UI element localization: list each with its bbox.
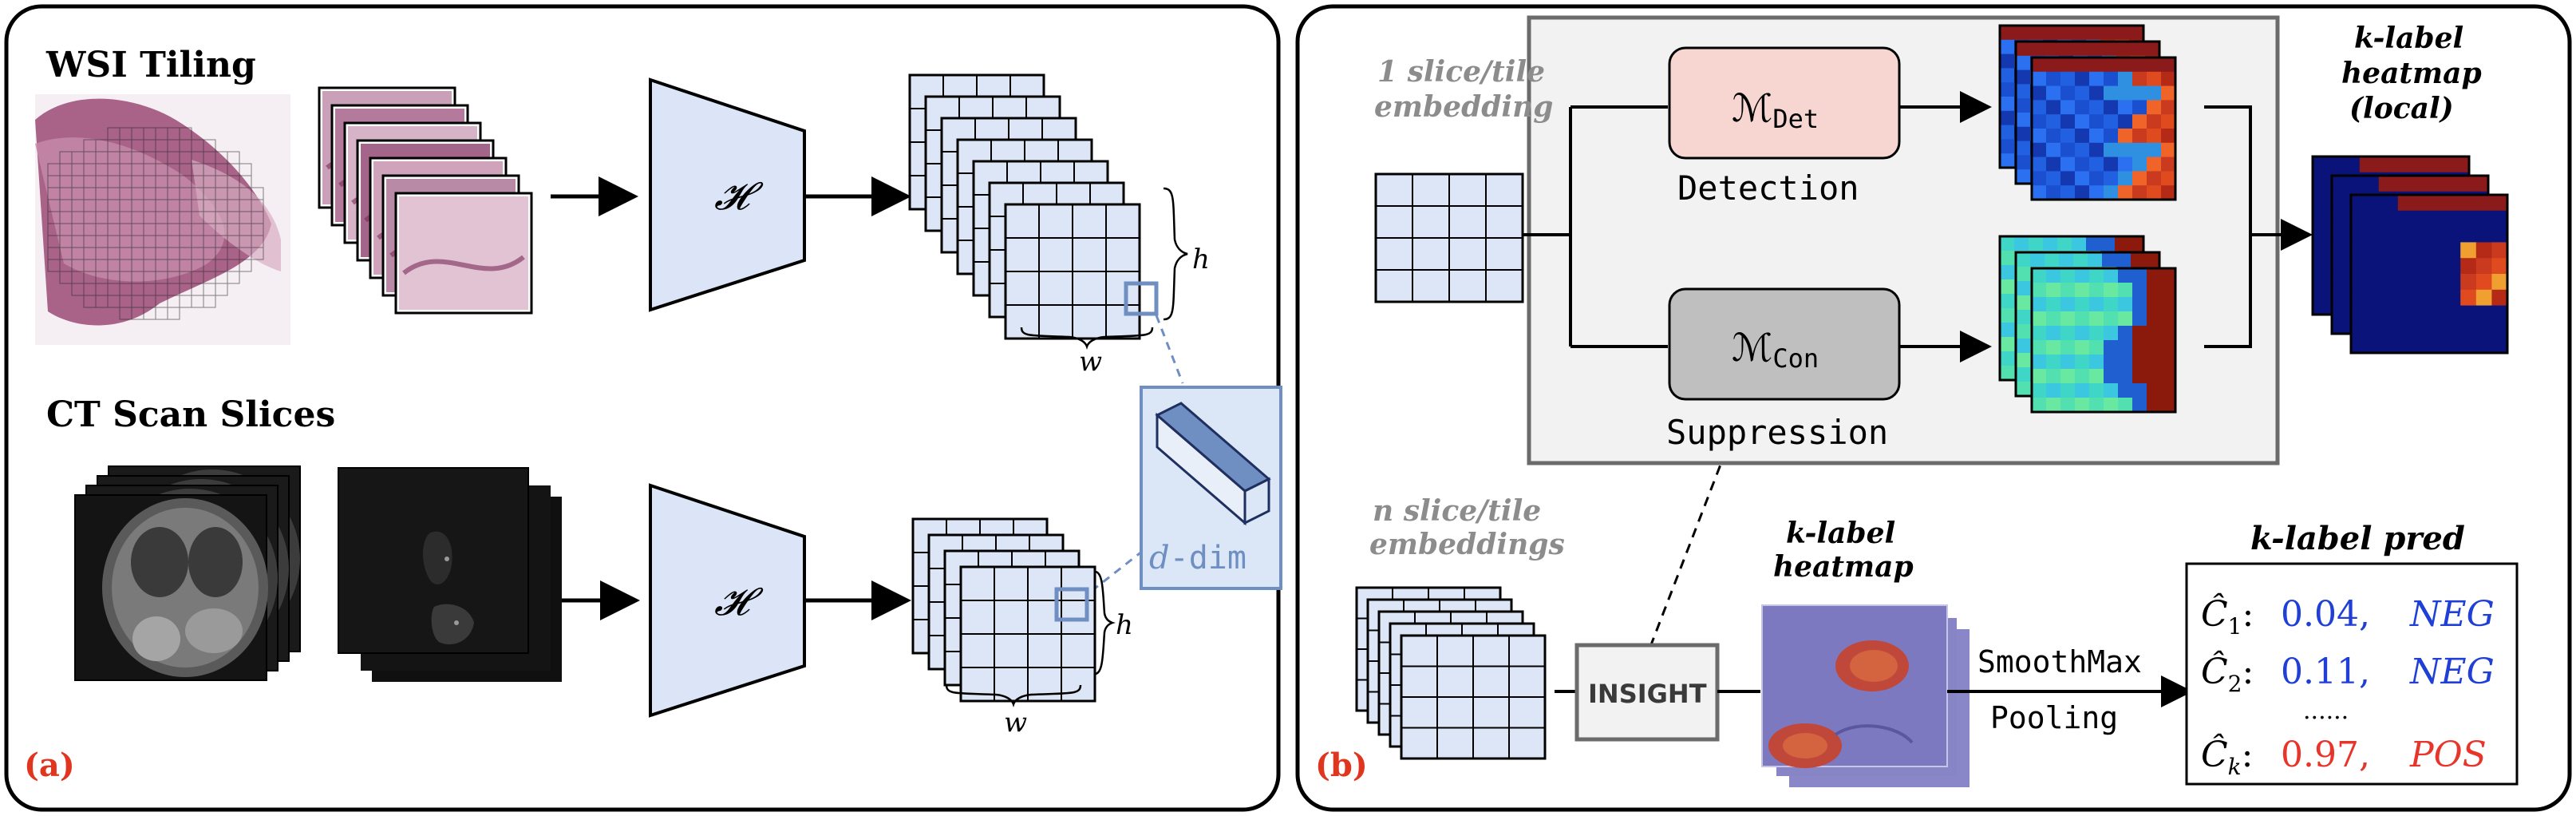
pred-ellipsis: ...... bbox=[2303, 697, 2349, 725]
w-brace-bottom bbox=[945, 684, 1082, 707]
det-caption: Detection bbox=[1677, 168, 1859, 208]
con-module-box bbox=[1668, 287, 1901, 401]
histology-tile-stack bbox=[318, 86, 533, 315]
wsi-grid-cell bbox=[167, 307, 180, 320]
encoder-trapezoid-bottom bbox=[649, 483, 806, 718]
ct-front-slice bbox=[74, 494, 268, 681]
h-label-bottom: h bbox=[1116, 609, 1133, 641]
det-module-label: ℳDet bbox=[1732, 86, 1819, 134]
con-caption: Suppression bbox=[1666, 413, 1888, 452]
pred-label-2: NEG bbox=[2409, 652, 2495, 692]
feature-grid-stack-top bbox=[908, 73, 1141, 340]
embedding-grid-layer bbox=[1400, 634, 1547, 760]
embedding-grid bbox=[1374, 172, 1524, 303]
ct-slice-stack bbox=[74, 465, 301, 681]
ct-title: CT Scan Slices bbox=[46, 394, 335, 435]
pool-caption-1: SmoothMax bbox=[1977, 644, 2142, 679]
single-embed-caption-2: embedding bbox=[1374, 90, 1553, 124]
detection-heatmap-stack bbox=[1998, 24, 2177, 201]
d-dim-vector-icon bbox=[1155, 402, 1271, 526]
pred-row-k: Ĉk: 0.97, POS bbox=[2201, 733, 2487, 780]
n-embedding-grid-stack bbox=[1355, 586, 1547, 760]
wsi-grid-cell bbox=[251, 247, 264, 260]
w-brace-top bbox=[1020, 327, 1154, 350]
local-heatmap-caption-1: k-label bbox=[2354, 22, 2463, 55]
wsi-grid-cell bbox=[203, 295, 216, 308]
insight-box bbox=[1574, 643, 1720, 742]
pred-value-2: 0.11, bbox=[2281, 652, 2370, 692]
feature-cell-highlight-bottom bbox=[1054, 587, 1089, 622]
pred-label-1: NEG bbox=[2409, 594, 2495, 635]
pred-class-1: Ĉ1: bbox=[2201, 592, 2254, 640]
pred-class-k: Ĉk: bbox=[2201, 733, 2253, 780]
heatmap-caption-1: k-label bbox=[1786, 517, 1895, 550]
branch-connector bbox=[1523, 105, 1668, 348]
wsi-grid-cell bbox=[239, 259, 252, 272]
pred-row-2: Ĉ2: 0.11, NEG bbox=[2201, 650, 2495, 697]
local-heatmap-caption-3: (local) bbox=[2349, 92, 2454, 125]
pred-title: k-label pred bbox=[2250, 520, 2465, 557]
single-embedding-grid bbox=[1374, 172, 1524, 303]
local-heatmap-caption-2: heatmap bbox=[2341, 57, 2482, 90]
detection-heatmap bbox=[2030, 56, 2177, 201]
single-embed-caption-1: 1 slice/tile bbox=[1377, 55, 1545, 89]
wsi-title: WSI Tiling bbox=[45, 45, 256, 85]
ct-heatmap-overlay-stack bbox=[1761, 604, 1970, 787]
insight-label: INSIGHT bbox=[1588, 679, 1707, 709]
pred-class-2: Ĉ2: bbox=[2201, 650, 2254, 697]
n-embed-caption-1: n slice/tile bbox=[1373, 494, 1541, 528]
feature-grid-layer bbox=[959, 565, 1096, 703]
pred-box bbox=[2185, 562, 2519, 786]
pred-value-k: 0.97, bbox=[2281, 735, 2370, 775]
dashed-link-bottom bbox=[1091, 549, 1144, 592]
histology-tile bbox=[394, 192, 533, 315]
local-heatmap-stack bbox=[2311, 155, 2509, 355]
panel-b-label: (b) bbox=[1315, 747, 1368, 784]
wsi-grid-cell bbox=[215, 283, 228, 296]
con-module-label: ℳCon bbox=[1732, 326, 1819, 374]
det-module-box bbox=[1668, 46, 1901, 160]
h-brace-bottom bbox=[1094, 570, 1116, 675]
wsi-grid-cell bbox=[227, 271, 240, 284]
pred-row-1: Ĉ1: 0.04, NEG bbox=[2201, 592, 2495, 640]
local-heatmap bbox=[2349, 193, 2509, 355]
feature-cell-highlight-top bbox=[1124, 281, 1159, 316]
panel-a-label: (a) bbox=[24, 747, 75, 784]
n-embed-caption-2: embeddings bbox=[1369, 528, 1565, 561]
feature-grid-layer bbox=[1004, 203, 1141, 340]
encoder-trapezoid-top bbox=[649, 77, 806, 312]
w-label-bottom: w bbox=[1004, 707, 1027, 739]
wsi-thumbnail bbox=[35, 94, 290, 345]
pool-caption-2: Pooling bbox=[1990, 700, 2118, 735]
suppression-heatmap-stack bbox=[1998, 235, 2177, 414]
w-label-top: w bbox=[1079, 346, 1102, 378]
suppression-heatmap bbox=[2030, 267, 2177, 414]
ct-lung-mask bbox=[338, 467, 562, 682]
pred-value-1: 0.04, bbox=[2281, 594, 2370, 635]
h-label-top: h bbox=[1192, 244, 1210, 275]
h-brace-top bbox=[1163, 187, 1188, 321]
d-dim-label: d-dim bbox=[1149, 540, 1247, 576]
dashed-link-top bbox=[1155, 315, 1184, 384]
heatmap-caption-2: heatmap bbox=[1773, 550, 1914, 584]
pred-label-k: POS bbox=[2409, 735, 2487, 775]
